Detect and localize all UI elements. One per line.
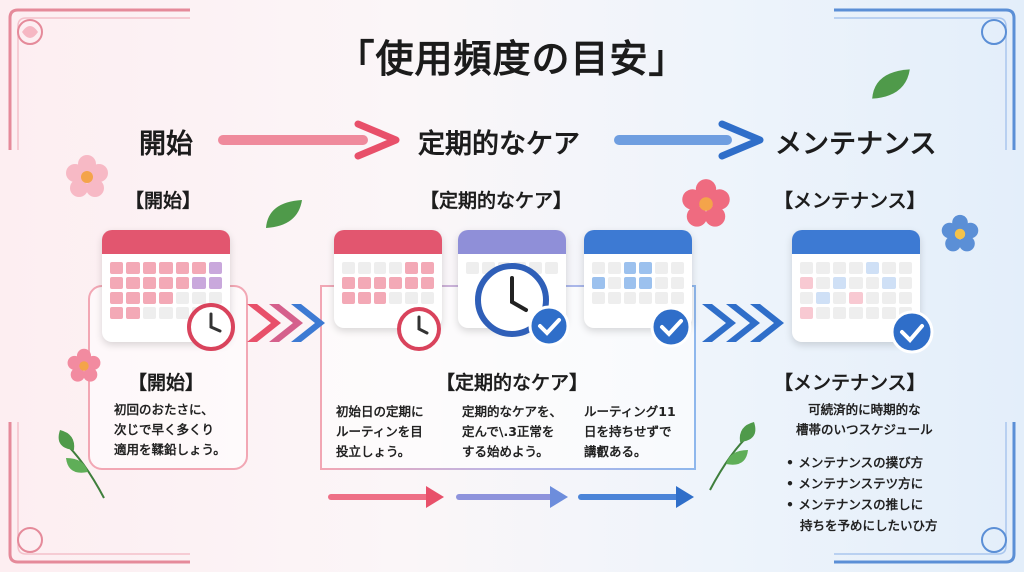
- bottom-arrow-purple: [456, 486, 568, 508]
- frame-corner-bottom-left: [8, 422, 190, 564]
- frame-corner-bottom-right: [834, 422, 1016, 564]
- clock-icon-care-large: [475, 263, 549, 337]
- col3-description: 可続済的に時期的な 槽帯のいつスケジュール: [796, 402, 933, 437]
- leaf-icon: [709, 422, 756, 491]
- bottom-arrow-blue: [578, 486, 694, 508]
- list-item: メンテナンステツ方に: [786, 473, 923, 494]
- col2-description-a: 初始日の定期に ルーティンを目 投立しょう。: [336, 404, 424, 459]
- col2-label-top: 【定期的なケア】: [420, 190, 573, 212]
- flow-arrow-blue: [614, 120, 764, 160]
- list-item: メンテナンスの推しに: [786, 494, 923, 515]
- leaf-icon: [266, 200, 302, 228]
- col3-bullet-tail: 持ちを予めにしたいひ方: [800, 518, 938, 533]
- col2-label-box: 【定期的なケア】: [436, 372, 589, 394]
- clock-icon-care: [397, 307, 441, 351]
- list-item: メンテナンスの撲び方: [786, 452, 923, 473]
- chevrons-start-to-care: [247, 304, 325, 342]
- flow-step-regular-care: 定期的なケア: [418, 129, 580, 160]
- col1-description: 初回のおたさに、 次じで早く多くり 適用を鞣鉛しょう。: [114, 402, 226, 457]
- col2-description-c: ルーティング11 日を持ちせずで 講叡ある。: [584, 404, 676, 459]
- check-icon-maintenance: [890, 310, 934, 354]
- col3-bullet-list: メンテナンスの撲び方 メンテナンステツ方に メンテナンスの推しに: [786, 452, 923, 515]
- col3-label-box: 【メンテナンス】: [774, 372, 926, 394]
- leaf-icon: [58, 430, 105, 499]
- clock-icon-start: [187, 303, 235, 351]
- frame-corner-top-right: [834, 8, 1016, 150]
- flower-icon: [941, 214, 979, 252]
- col1-label-box: 【開始】: [128, 372, 205, 394]
- bottom-arrow-pink: [328, 486, 444, 508]
- col2-description-b: 定期的なケアを、 定んで\.3正常を する始めよう。: [462, 404, 563, 459]
- check-icon-care-2: [650, 306, 692, 348]
- col1-label-top: 【開始】: [125, 190, 202, 212]
- check-icon-care-1: [528, 305, 570, 347]
- flow-arrow-pink: [218, 120, 400, 160]
- flower-icon: [66, 155, 108, 197]
- col3-label-top: 【メンテナンス】: [774, 190, 926, 212]
- frame-corner-top-left: [8, 8, 190, 150]
- flower-icon: [682, 179, 730, 227]
- flow-step-start: 開始: [139, 129, 193, 160]
- chevrons-care-to-maintenance: [702, 304, 784, 342]
- page-title: 「使用頻度の目安」: [336, 37, 688, 81]
- leaf-icon: [872, 69, 910, 99]
- flow-step-maintenance: メンテナンス: [775, 129, 937, 160]
- flower-icon: [67, 348, 101, 382]
